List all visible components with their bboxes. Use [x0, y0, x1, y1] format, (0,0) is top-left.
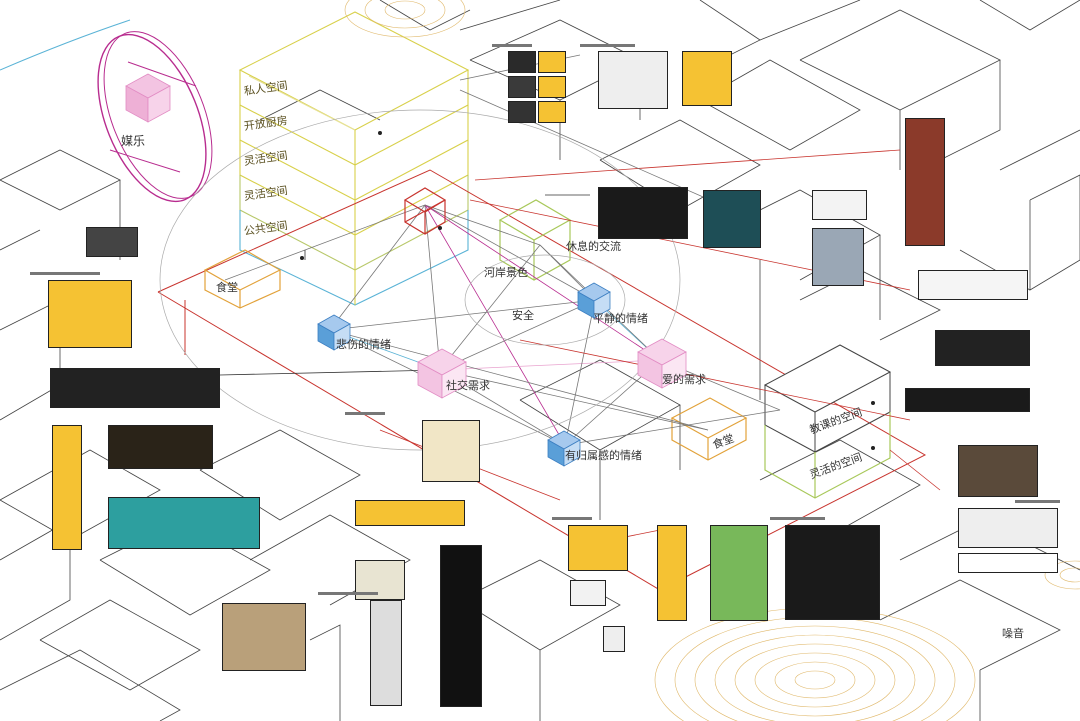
label-belonging-emotion: 有归属感的情绪 [565, 449, 642, 462]
thumb-panel-29 [710, 525, 768, 621]
thumb-panel-5 [508, 101, 536, 123]
thumb-panel-7 [598, 51, 668, 109]
thumb-panel-25 [422, 420, 480, 482]
caption-stub-6 [770, 517, 825, 520]
caption-stub-2 [580, 44, 635, 47]
noise-rings-right [1044, 560, 1080, 590]
caption-stub-4 [345, 412, 385, 415]
thumb-panel-11 [812, 190, 867, 220]
media-cube [125, 73, 171, 123]
thumb-panel-13 [905, 118, 945, 246]
thumb-panel-28 [657, 525, 687, 621]
label-media: 媒乐 [121, 134, 146, 148]
thumb-panel-18 [108, 425, 213, 469]
thumb-panel-33 [935, 330, 1030, 366]
thumb-panel-21 [355, 500, 465, 526]
caption-stub-1 [492, 44, 532, 47]
media-ellipse [97, 31, 213, 203]
thumb-panel-20 [222, 603, 306, 671]
thumb-panel-34 [905, 388, 1030, 412]
label-calm-emotion: 平静的情绪 [593, 312, 648, 325]
thumb-panel-10 [703, 190, 761, 248]
thumb-panel-32 [918, 270, 1028, 300]
caption-stub-7 [318, 592, 378, 595]
thumb-panel-31 [603, 626, 625, 652]
thumb-panel-27 [570, 580, 606, 606]
caption-stub-8 [1015, 500, 1060, 503]
label-love-need: 爱的需求 [662, 373, 706, 386]
guide-circles [159, 109, 681, 451]
thumb-panel-30 [785, 525, 880, 620]
thumb-panel-14 [86, 227, 138, 257]
caption-stub-5 [552, 517, 592, 520]
node-dots [300, 131, 875, 450]
thumb-panel-24 [440, 545, 482, 707]
blue-cube-belonging [547, 430, 581, 467]
thumb-panel-23 [370, 600, 402, 706]
thumb-panel-3 [508, 76, 536, 98]
thumb-panel-12 [812, 228, 864, 286]
teaching-block [763, 344, 892, 453]
label-riverside-scenery: 河岸景色 [484, 266, 528, 279]
thumb-panel-2 [538, 51, 566, 73]
pink-cube-social [417, 348, 467, 399]
thumb-panel-4 [538, 76, 566, 98]
label-social-need: 社交需求 [446, 379, 490, 392]
label-canteen-left: 食堂 [216, 281, 238, 294]
thumb-panel-36 [958, 508, 1058, 548]
noise-rings-bottom [654, 607, 976, 721]
building-stack [238, 11, 470, 306]
thumb-panel-8 [682, 51, 732, 106]
thumb-panel-1 [508, 51, 536, 73]
label-sad-emotion: 悲伤的情绪 [336, 338, 391, 351]
thumb-panel-9 [598, 187, 688, 239]
thumb-panel-15 [48, 280, 132, 348]
thumb-panel-16 [50, 368, 220, 408]
network-lines [219, 54, 941, 546]
label-safety: 安全 [512, 309, 534, 322]
pink-cube-love [637, 338, 687, 389]
label-rest-exchange: 休息的交流 [566, 240, 621, 253]
orange-box-right [670, 397, 748, 461]
noise-rings-top [344, 0, 466, 38]
red-cube [403, 187, 447, 235]
blue-cube-sad [317, 314, 351, 351]
caption-stub-3 [30, 272, 100, 275]
blue-cube-calm [577, 282, 611, 319]
thumb-panel-19 [108, 497, 260, 549]
label-noise: 噪音 [1002, 627, 1024, 640]
thumb-panel-17 [52, 425, 82, 550]
thumb-panel-37 [958, 553, 1058, 573]
flexible-block [764, 412, 891, 499]
thumb-panel-26 [568, 525, 628, 571]
orange-box-left [203, 249, 282, 309]
cyan-arc [0, 19, 131, 71]
thumb-panel-6 [538, 101, 566, 123]
thumb-panel-35 [958, 445, 1038, 497]
